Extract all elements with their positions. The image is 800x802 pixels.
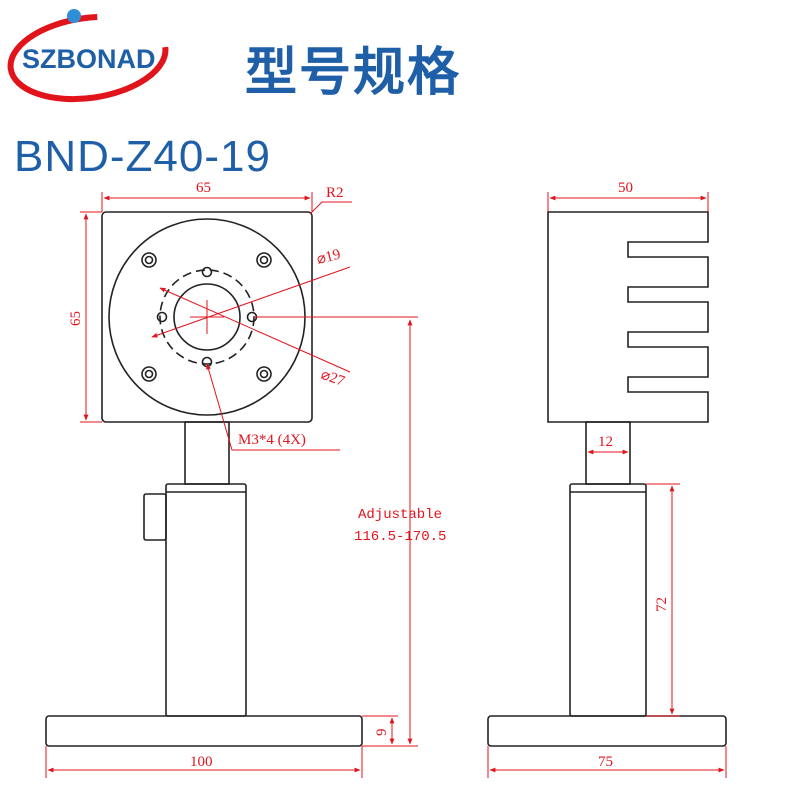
label-front-height: 65 xyxy=(68,311,84,326)
lock-knob xyxy=(143,493,167,541)
logo-swoosh xyxy=(7,13,169,103)
page-title: 型号规格 xyxy=(245,43,462,103)
label-corner-radius: R2 xyxy=(326,185,344,201)
front-tube xyxy=(165,483,247,717)
brand-logo: SZBONAD xyxy=(7,9,169,103)
side-heat-block xyxy=(547,211,709,423)
screw-icon xyxy=(141,252,157,268)
logo-dot-icon xyxy=(67,9,81,23)
hole-icon xyxy=(156,311,168,323)
label-base-height: 9 xyxy=(374,729,390,737)
label-side-width: 50 xyxy=(618,180,633,196)
side-dimensions xyxy=(487,192,727,778)
screw-icon xyxy=(259,255,269,265)
screw-icon xyxy=(144,255,154,265)
label-base-width: 100 xyxy=(190,754,213,770)
side-post xyxy=(585,421,631,485)
front-dimensions xyxy=(45,192,418,778)
label-post-width: 12 xyxy=(598,434,613,450)
logo-text: SZBONAD xyxy=(22,44,156,74)
side-view xyxy=(487,211,727,747)
leader-27 xyxy=(159,287,351,373)
label-tube-height: 72 xyxy=(654,597,670,612)
hole-icon xyxy=(201,266,213,278)
front-post xyxy=(184,421,230,485)
model-code: BND-Z40-19 xyxy=(14,132,271,181)
aperture-19 xyxy=(173,283,241,351)
corner-screws xyxy=(141,252,272,382)
label-bolt-circle: ⌀27 xyxy=(319,367,348,390)
screw-icon xyxy=(141,366,157,382)
label-thread: M3*4 (4X) xyxy=(238,432,306,448)
label-front-width: 65 xyxy=(196,180,211,196)
leader-19 xyxy=(151,266,351,338)
front-base xyxy=(45,715,363,747)
side-tube xyxy=(569,483,647,717)
screw-icon xyxy=(144,369,154,379)
label-adjust-range: 116.5-170.5 xyxy=(354,529,446,545)
label-aperture: ⌀19 xyxy=(315,247,342,268)
screw-icon xyxy=(256,252,272,268)
label-side-base: 75 xyxy=(598,754,613,770)
label-adjustable: Adjustable xyxy=(358,507,442,523)
side-base xyxy=(487,715,727,747)
screw-icon xyxy=(256,366,272,382)
screw-icon xyxy=(259,369,269,379)
leader-m3 xyxy=(206,363,340,451)
front-view xyxy=(45,211,363,747)
